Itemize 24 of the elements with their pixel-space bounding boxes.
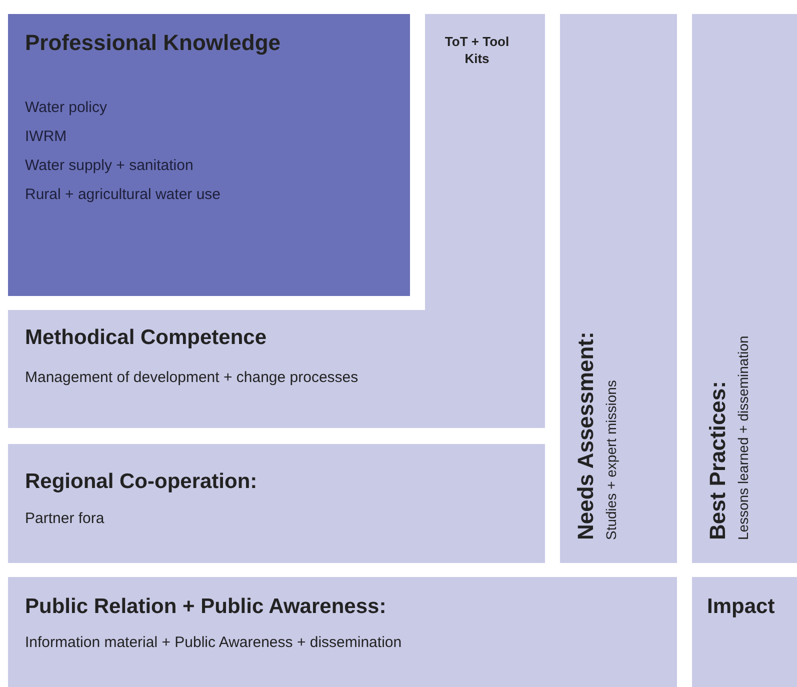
list-item: IWRM bbox=[25, 128, 67, 145]
panel bbox=[692, 577, 797, 687]
list-item: Water policy bbox=[25, 99, 107, 116]
panel bbox=[8, 444, 545, 563]
panel-subtitle: Information material + Public Awareness + dissemination bbox=[25, 634, 402, 651]
list-item: Rural + agricultural water use bbox=[25, 186, 221, 203]
panel-heading: Public Relation + Public Awareness: bbox=[25, 595, 386, 619]
l-shaped-panel bbox=[8, 14, 545, 428]
panel-heading: Needs Assessment: bbox=[572, 330, 599, 540]
list-item: Water supply + sanitation bbox=[25, 157, 194, 174]
panel bbox=[8, 577, 677, 687]
panel-heading: Methodical Competence bbox=[25, 326, 267, 350]
highlight-panel bbox=[8, 14, 425, 310]
panel-heading: Professional Knowledge bbox=[25, 30, 280, 56]
panel-subtitle: Management of development + change processes bbox=[25, 369, 358, 386]
panel-heading: Impact bbox=[707, 595, 775, 619]
vertical-panel bbox=[560, 14, 677, 563]
panel-heading: Regional Co-operation: bbox=[25, 470, 258, 494]
panel-subtitle: Studies + expert missions bbox=[602, 379, 620, 540]
vertical-panel bbox=[692, 14, 797, 563]
panel-subtitle: Lessons learned + dissemination bbox=[734, 334, 752, 540]
panel-note: ToT + Tool Kits bbox=[444, 34, 510, 68]
panel-heading: Best Practices: bbox=[704, 380, 731, 540]
panel-subtitle: Partner fora bbox=[25, 510, 104, 527]
